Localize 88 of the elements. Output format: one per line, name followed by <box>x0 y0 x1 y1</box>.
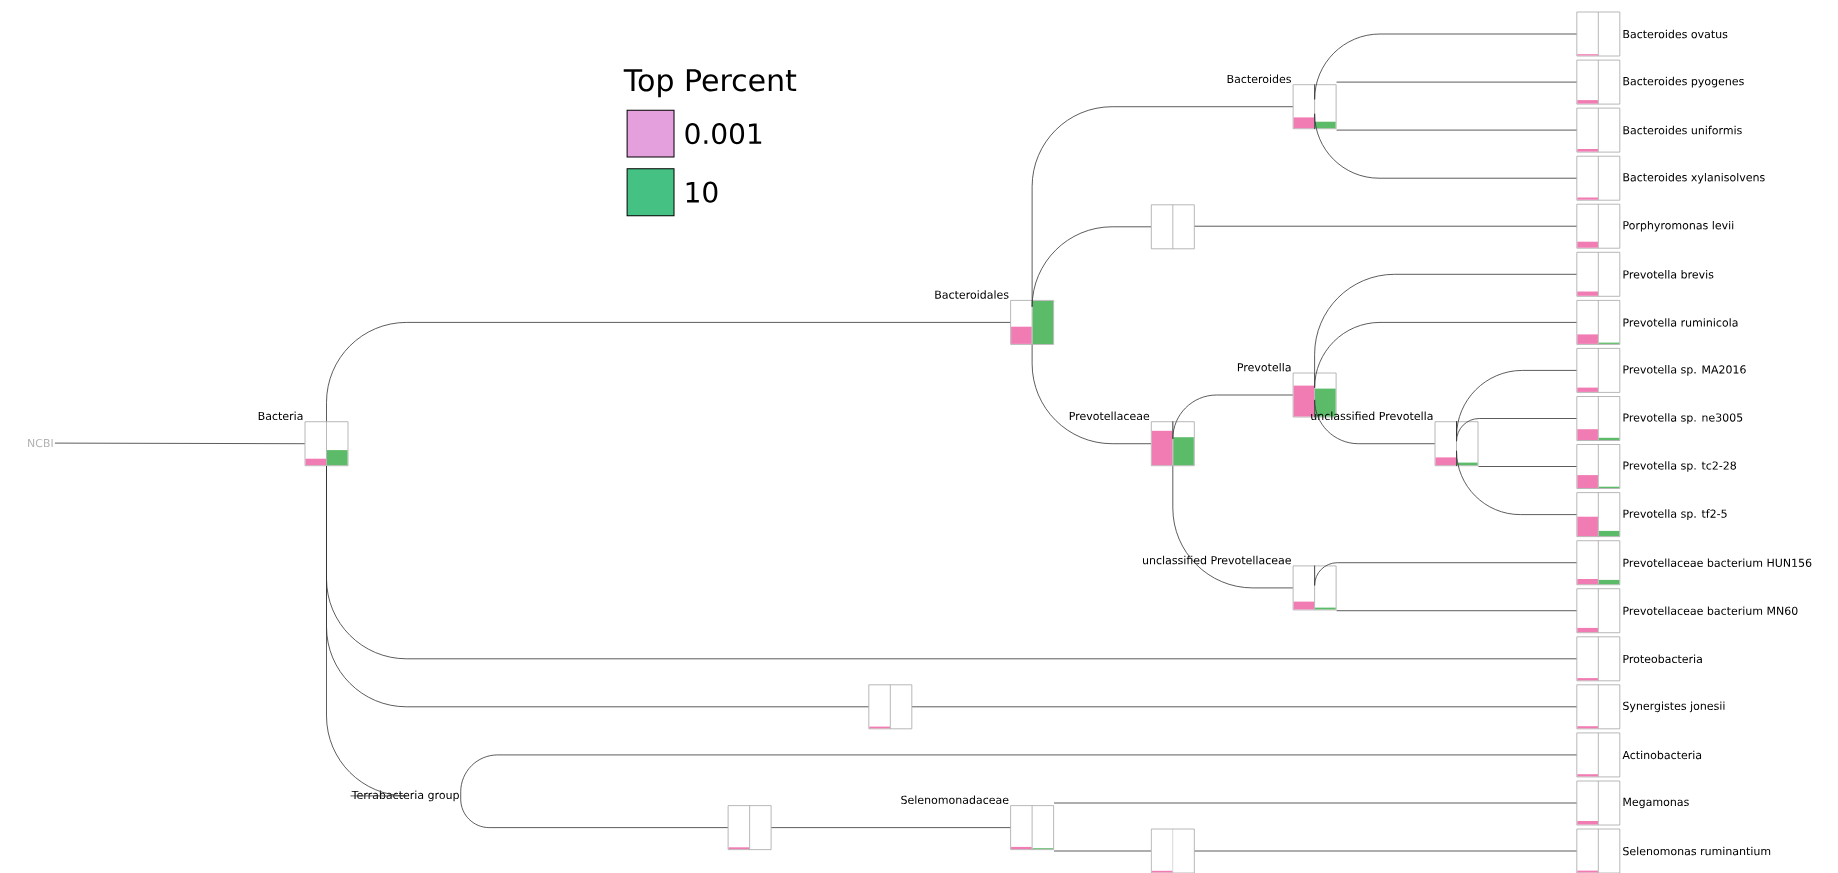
tree-branch <box>54 442 305 445</box>
leaf-node: Bacteroides pyogenes <box>1576 59 1744 105</box>
tree-branch <box>326 322 1011 422</box>
tree-branch <box>1314 322 1577 389</box>
leaf-node: Bacteroides xylanisolvens <box>1576 155 1765 201</box>
tree-branch <box>1314 562 1577 586</box>
leaf-node: Megamonas <box>1576 780 1689 826</box>
taxon-node: Selenomonadaceae <box>901 795 1054 850</box>
tree-branch <box>1053 802 1577 804</box>
node-label: Bacteroides uniformis <box>1623 125 1742 135</box>
node-label: unclassified Prevotellaceae <box>1142 555 1291 565</box>
node-label: Prevotella sp. MA2016 <box>1623 365 1746 376</box>
node-label: Prevotella <box>1237 362 1291 372</box>
leaf-node: Prevotellaceae bacterium HUN156 <box>1576 540 1812 586</box>
bar-chart-node <box>727 805 772 850</box>
tree-branch <box>1031 226 1152 308</box>
leaf-node: Prevotellaceae bacterium MN60 <box>1576 588 1798 634</box>
node-label: Prevotella ruminicola <box>1623 318 1738 327</box>
tree-branch <box>460 795 729 828</box>
tree-branch <box>460 754 1577 797</box>
tree-branch <box>326 465 407 797</box>
tree-branch <box>1314 113 1577 179</box>
bar-chart-node <box>1150 828 1195 873</box>
tree-branch <box>1336 129 1577 131</box>
bar-chart-node <box>1150 204 1195 250</box>
leaf-node: Prevotella brevis <box>1576 251 1714 297</box>
tree-branch <box>1336 610 1577 612</box>
taxon-label: NCBI <box>28 438 53 448</box>
tree-branch <box>1314 33 1577 100</box>
leaf-node: Selenomonas ruminantium <box>1576 828 1771 873</box>
leaf-node: Proteobacteria <box>1576 636 1702 682</box>
taxon-label: Terrabacteria group <box>351 790 459 802</box>
node-label: Prevotellaceae bacterium HUN156 <box>1623 558 1812 567</box>
tree-branch <box>1314 273 1577 373</box>
legend-label: 10 <box>686 181 718 203</box>
node-label: Prevotellaceae bacterium MN60 <box>1623 606 1798 615</box>
taxon-node: Bacteroides <box>1227 74 1337 130</box>
node-label: Megamonas <box>1623 797 1689 809</box>
bar-chart-node <box>868 684 913 730</box>
taxon-node: unclassified Prevotellaceae <box>1143 555 1337 611</box>
tree-branch <box>1456 418 1577 442</box>
node-label: Prevotella sp. tc2-28 <box>1623 461 1737 472</box>
node-label: Actinobacteria <box>1622 750 1702 760</box>
taxon-node: Bacteria <box>258 411 349 467</box>
tree-branch <box>1053 850 1152 852</box>
tree-branch <box>771 827 1011 828</box>
leaf-node: Actinobacteria <box>1576 732 1702 778</box>
leaf-node: Bacteroides ovatus <box>1576 11 1728 57</box>
node-label: unclassified Prevotella <box>1311 411 1433 421</box>
tree-branch <box>1194 225 1577 227</box>
taxon-node: Bacteroidales <box>935 290 1054 345</box>
legend-label: 0.001 <box>685 123 762 145</box>
legend-title: Top Percent <box>623 69 797 98</box>
node-label: Proteobacteria <box>1623 654 1702 664</box>
node-label: Selenomonas ruminantium <box>1623 846 1771 856</box>
tree-branch <box>911 706 1577 708</box>
node-label: Prevotella sp. tf2-5 <box>1623 509 1727 520</box>
node-label: Prevotellaceae <box>1069 411 1150 421</box>
node-label: Prevotella brevis <box>1623 270 1714 279</box>
node-label: Bacteria <box>258 411 303 421</box>
node-label: Porphyromonas levii <box>1623 220 1734 232</box>
taxon-node: unclassified Prevotella <box>1311 411 1479 467</box>
tree-branch <box>1336 81 1577 83</box>
node-label: Synergistes jonesii <box>1623 701 1725 713</box>
node-label: Bacteroides pyogenes <box>1623 76 1744 88</box>
tree-branch <box>1172 465 1294 589</box>
node-label: Bacteroidales <box>935 290 1009 299</box>
tree-branch <box>1194 850 1577 852</box>
tree-branch <box>1031 106 1294 301</box>
node-label: Bacteroides xylanisolvens <box>1623 172 1765 184</box>
leaf-node: Prevotella sp. ne3005 <box>1576 396 1743 441</box>
node-label: Selenomonadaceae <box>901 795 1009 805</box>
tree-branch <box>1172 394 1294 440</box>
node-label: Prevotella sp. ne3005 <box>1623 413 1743 424</box>
node-label: Bacteroides <box>1227 74 1291 84</box>
leaf-node: Prevotella sp. tf2-5 <box>1576 492 1727 537</box>
taxon-node: Prevotellaceae <box>1069 411 1195 467</box>
tree-branch <box>1478 466 1577 467</box>
tree-branch <box>1314 399 1435 445</box>
tree-branch <box>1456 450 1577 515</box>
tree-branch <box>1031 344 1152 445</box>
leaf-node: Prevotella sp. MA2016 <box>1576 348 1746 393</box>
leaf-node: Prevotella ruminicola <box>1576 300 1738 345</box>
node-label: Bacteroides ovatus <box>1623 29 1728 39</box>
leaf-node: Bacteroides uniformis <box>1576 107 1742 153</box>
leaf-node: Porphyromonas levii <box>1576 203 1734 249</box>
leaf-node: Prevotella sp. tc2-28 <box>1576 444 1736 489</box>
leaf-node: Synergistes jonesii <box>1576 684 1725 730</box>
